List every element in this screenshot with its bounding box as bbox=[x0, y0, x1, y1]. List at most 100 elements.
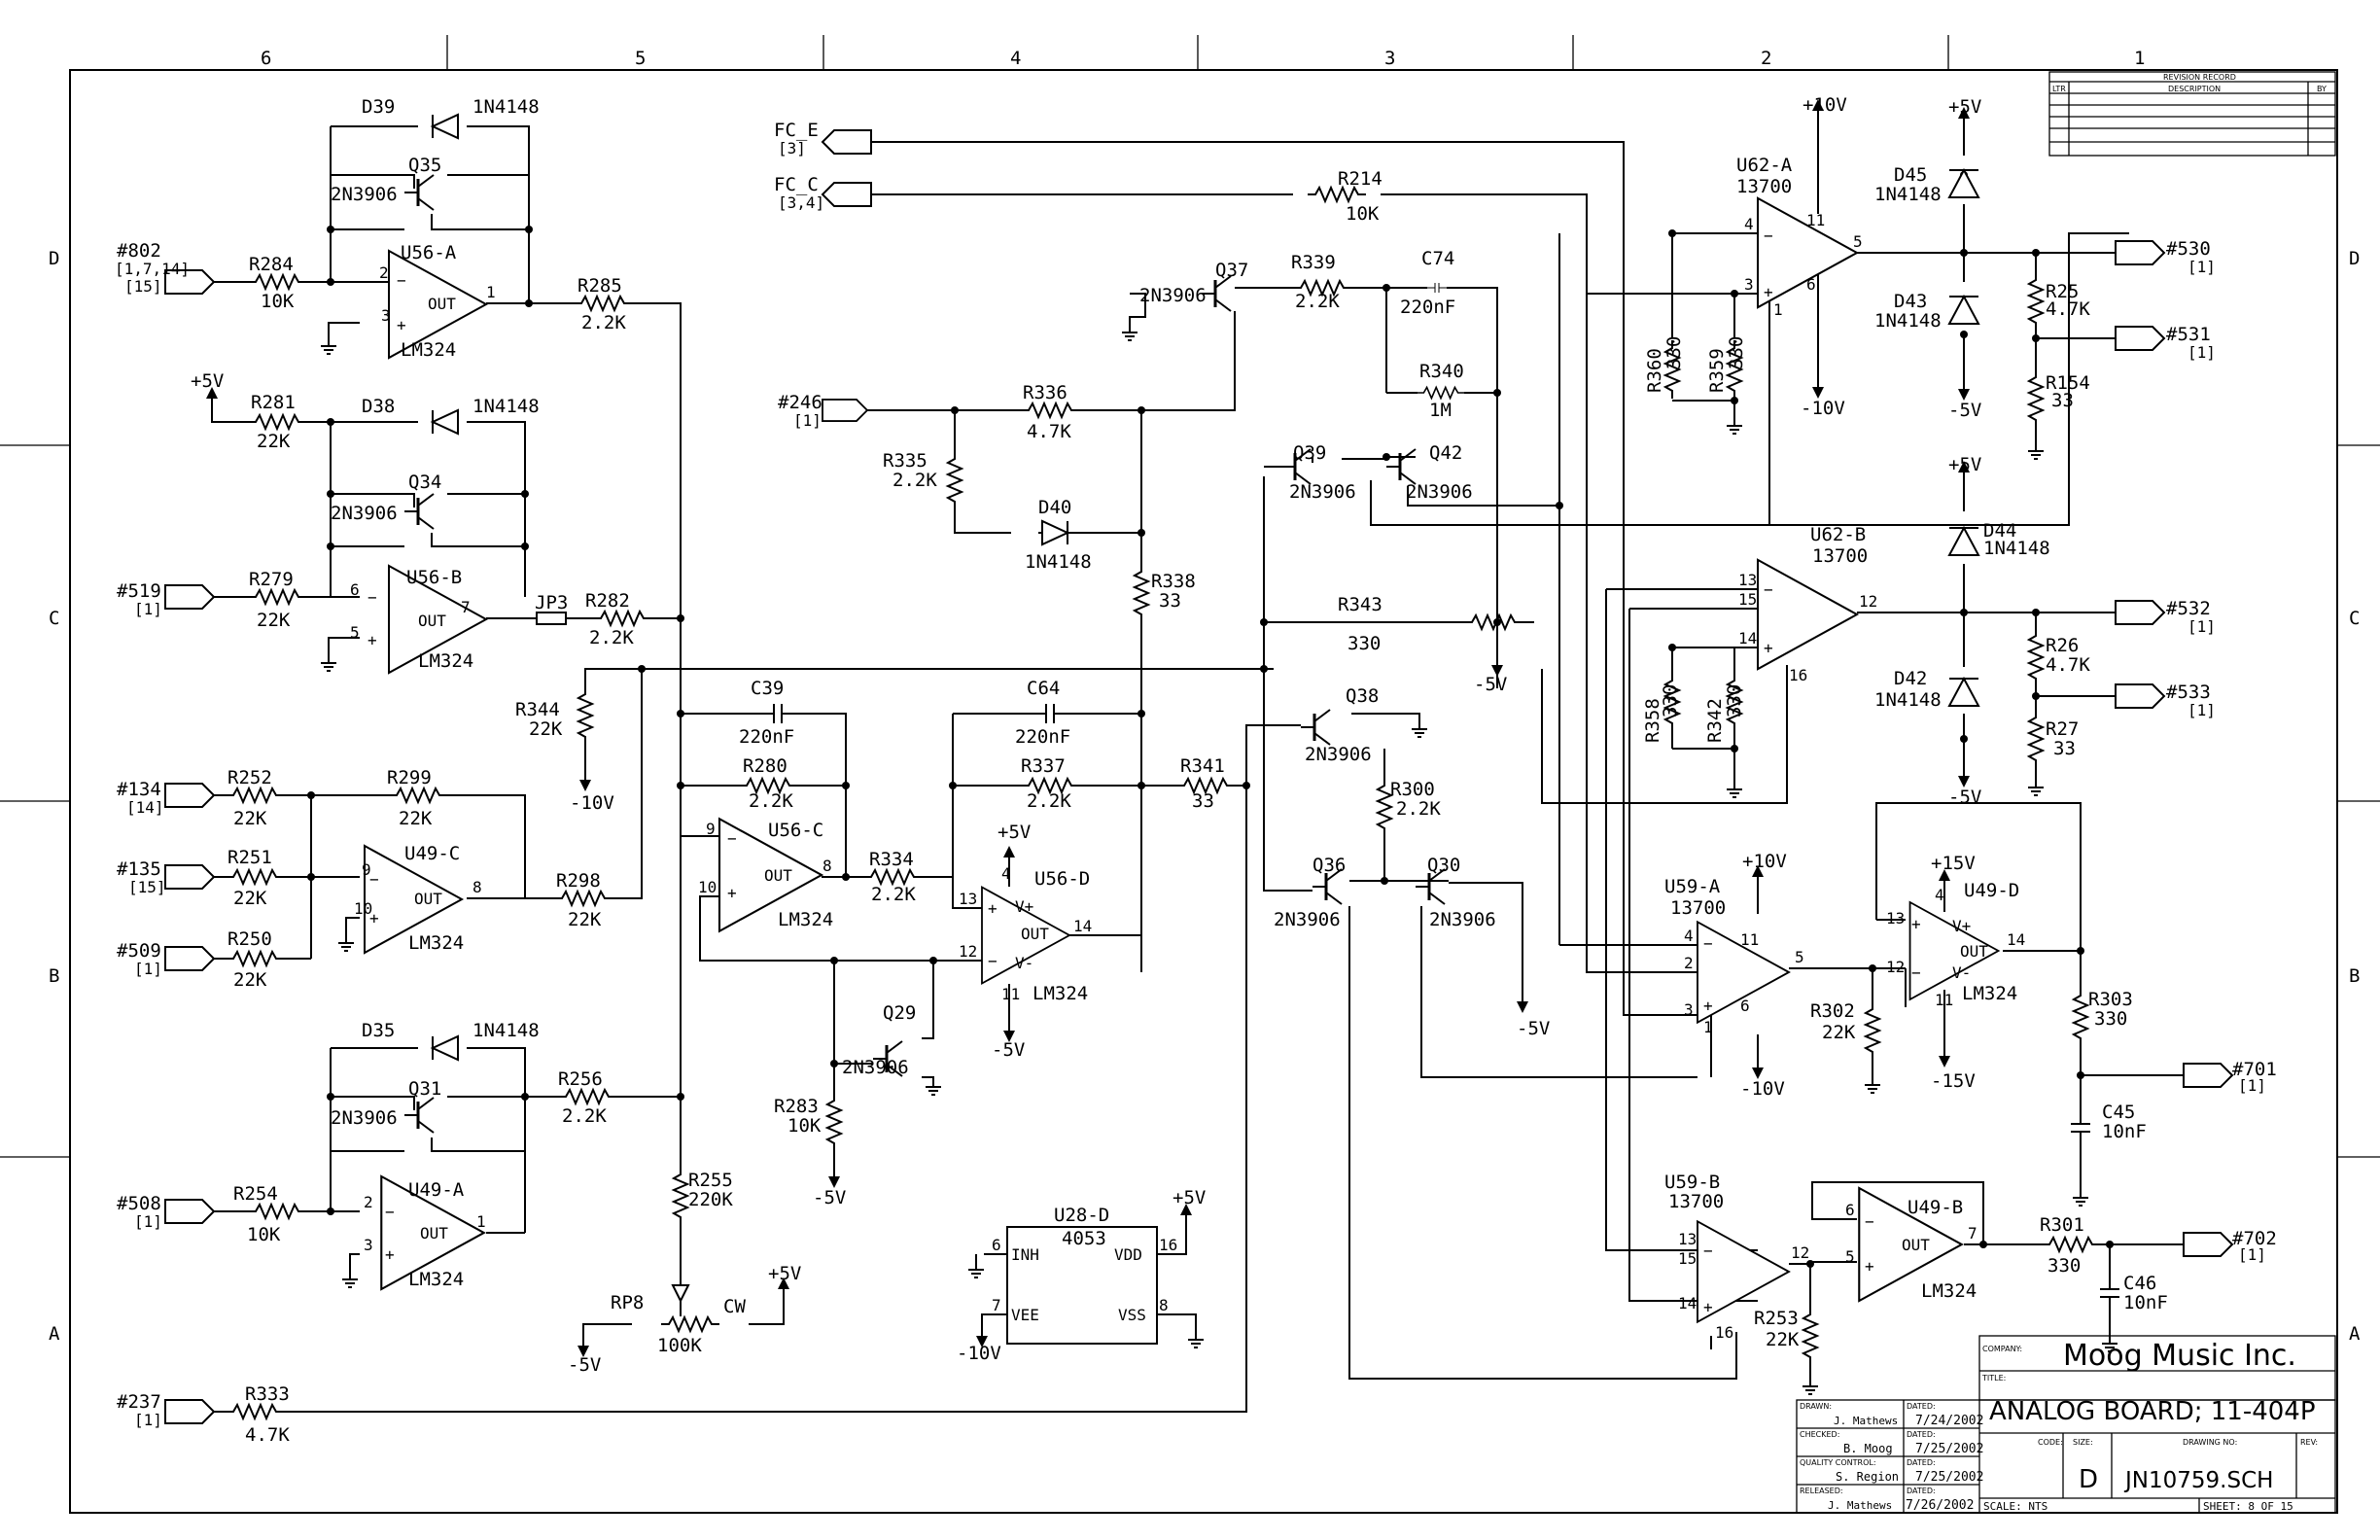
drawing-title: ANALOG BOARD; 11-404P bbox=[1989, 1397, 2316, 1426]
label-m10v_c: -10V bbox=[1801, 398, 1845, 419]
revision-title: REVISION RECORD bbox=[2163, 73, 2236, 82]
label-vee: VEE bbox=[1011, 1306, 1039, 1324]
label-r333v: 4.7K bbox=[245, 1424, 290, 1446]
svg-text:16: 16 bbox=[1789, 666, 1807, 684]
label-p802a: [1,7,14] bbox=[115, 260, 190, 278]
label-p519a: [1] bbox=[134, 600, 162, 618]
svg-text:+: + bbox=[1703, 997, 1713, 1015]
wiper-arrow-icon bbox=[671, 1284, 690, 1304]
label-p701a: [1] bbox=[2238, 1076, 2266, 1095]
diode-d39 bbox=[431, 113, 460, 140]
label-q42v: 2N3906 bbox=[1406, 481, 1473, 503]
label-r254v: 10K bbox=[247, 1224, 281, 1245]
label-d40v: 1N4148 bbox=[1025, 551, 1092, 573]
label-r338v: 33 bbox=[1159, 590, 1181, 612]
pin-numbers: 2 3 1 − + OUT 6 5 7 − + OUT 9 10 8 − + O… bbox=[350, 211, 2025, 1342]
label-p5v_b: +5V bbox=[768, 1263, 801, 1284]
label-p135: #135 bbox=[117, 858, 161, 880]
label-r334v: 2.2K bbox=[871, 884, 916, 905]
label-p533a: [1] bbox=[2188, 701, 2216, 719]
svg-text:3: 3 bbox=[364, 1236, 373, 1254]
label-m10v_a: -10V bbox=[570, 792, 614, 814]
company-label: COMPANY: bbox=[1982, 1345, 2022, 1353]
transistor-q31 bbox=[402, 1096, 436, 1135]
label-fcc: FC_C bbox=[774, 174, 819, 195]
svg-text:3: 3 bbox=[381, 306, 391, 325]
svg-text:14: 14 bbox=[1678, 1294, 1697, 1312]
port-532 bbox=[2115, 600, 2165, 625]
svg-text:OUT: OUT bbox=[1902, 1236, 1930, 1254]
label-d42v: 1N4148 bbox=[1874, 689, 1942, 711]
label-q35v: 2N3906 bbox=[331, 184, 398, 205]
label-m5v_g: -5V bbox=[1948, 787, 1981, 808]
label-r300: R300 bbox=[1390, 779, 1435, 800]
grid-row-c-right: C bbox=[2349, 608, 2360, 629]
code-label: CODE: bbox=[2038, 1438, 2063, 1447]
grid-row-d-right: D bbox=[2349, 248, 2360, 269]
label-u59bv: 13700 bbox=[1668, 1191, 1724, 1212]
label-r342: R342 bbox=[1704, 698, 1726, 743]
svg-text:−: − bbox=[385, 1203, 395, 1221]
svg-text:6: 6 bbox=[350, 580, 360, 599]
label-r284: R284 bbox=[249, 254, 294, 275]
label-r338: R338 bbox=[1151, 571, 1196, 592]
svg-text:1: 1 bbox=[1703, 1018, 1713, 1036]
label-r280: R280 bbox=[743, 755, 788, 777]
ic-u28d bbox=[1006, 1226, 1158, 1345]
grid-row-a: A bbox=[49, 1323, 60, 1345]
label-p5v_d: +5V bbox=[1172, 1187, 1206, 1208]
label-p533: #533 bbox=[2166, 682, 2211, 703]
label-m10v_b: -10V bbox=[957, 1343, 1001, 1364]
junction-dots bbox=[307, 171, 2114, 1268]
svg-text:2: 2 bbox=[364, 1193, 373, 1211]
checked-dated-label: DATED: bbox=[1907, 1430, 1936, 1439]
diode-d40 bbox=[1041, 520, 1068, 545]
label-u56d: U56-D bbox=[1034, 868, 1090, 890]
label-d44v: 1N4148 bbox=[1983, 538, 2050, 559]
label-q29v: 2N3906 bbox=[842, 1057, 909, 1078]
svg-text:+: + bbox=[368, 631, 377, 649]
transistor-q42 bbox=[1384, 447, 1418, 486]
label-p701: #701 bbox=[2232, 1059, 2277, 1080]
label-r282v: 2.2K bbox=[589, 627, 634, 648]
label-r252: R252 bbox=[228, 767, 272, 788]
grid-row-b: B bbox=[49, 965, 59, 987]
port-531 bbox=[2115, 326, 2165, 351]
size-label: SIZE: bbox=[2073, 1438, 2093, 1447]
svg-text:10: 10 bbox=[698, 878, 717, 896]
port-701 bbox=[2183, 1063, 2233, 1088]
sheet-number: SHEET: 8 OF 15 bbox=[2203, 1500, 2293, 1513]
svg-text:OUT: OUT bbox=[420, 1224, 448, 1242]
svg-text:+: + bbox=[397, 316, 406, 334]
svg-text:+: + bbox=[369, 909, 379, 928]
label-q36: Q36 bbox=[1312, 855, 1346, 876]
label-d35v: 1N4148 bbox=[472, 1020, 540, 1041]
svg-text:−: − bbox=[369, 870, 379, 889]
port-fc-c bbox=[822, 182, 872, 207]
label-r303v: 330 bbox=[2094, 1008, 2127, 1030]
transistor-q34 bbox=[402, 492, 436, 531]
label-rp8v: 100K bbox=[657, 1335, 702, 1356]
svg-text:OUT: OUT bbox=[414, 890, 442, 908]
label-r284v: 10K bbox=[261, 291, 295, 312]
label-u59b: U59-B bbox=[1664, 1172, 1720, 1193]
label-d39v: 1N4148 bbox=[472, 96, 540, 118]
grid-col-1: 1 bbox=[2134, 48, 2145, 69]
svg-text:−: − bbox=[1703, 1242, 1713, 1260]
label-vdd: VDD bbox=[1114, 1245, 1142, 1264]
label-c74: C74 bbox=[1421, 248, 1454, 269]
components bbox=[164, 99, 2233, 1424]
svg-text:V-: V- bbox=[1952, 963, 1971, 982]
label-u28d: U28-D bbox=[1054, 1205, 1109, 1226]
svg-text:4: 4 bbox=[1684, 927, 1694, 945]
drawn-label: DRAWN: bbox=[1800, 1402, 1832, 1411]
label-p134a: [14] bbox=[126, 798, 164, 817]
label-p134: #134 bbox=[117, 779, 161, 800]
label-u62bv: 13700 bbox=[1812, 545, 1868, 567]
label-r255v: 220K bbox=[688, 1189, 733, 1210]
diode-d45 bbox=[1947, 168, 1980, 199]
label-r336: R336 bbox=[1023, 382, 1068, 403]
diode-d35 bbox=[431, 1034, 460, 1062]
label-r253: R253 bbox=[1754, 1308, 1799, 1329]
svg-text:9: 9 bbox=[706, 820, 716, 838]
